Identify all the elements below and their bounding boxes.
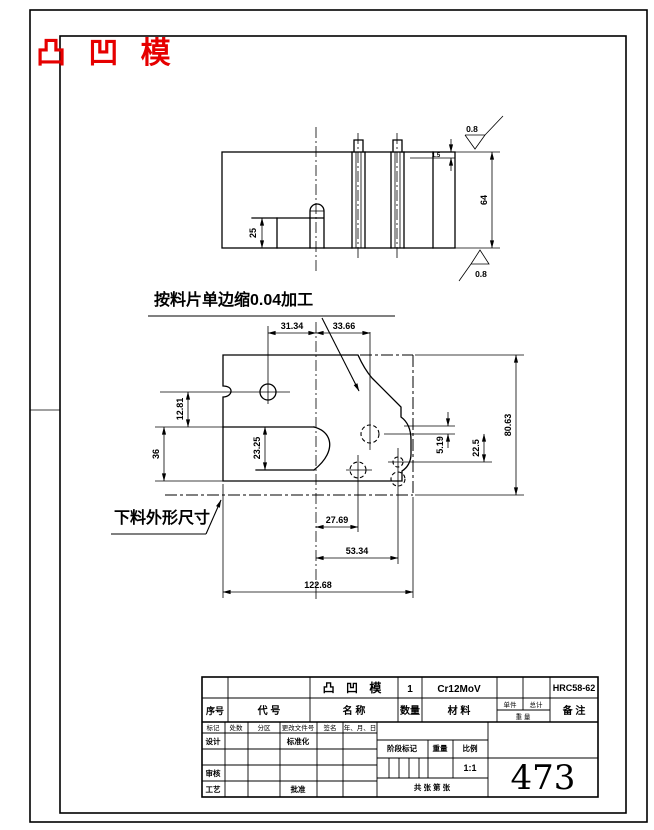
approve-label: 批准 xyxy=(291,784,306,794)
process-label: 工艺 xyxy=(206,784,221,794)
col-qty: 数量 xyxy=(400,704,420,717)
dim-64-label: 64 xyxy=(479,195,489,205)
dim-53-34-label: 53.34 xyxy=(346,546,369,556)
hardness-value: HRC58-62 xyxy=(553,683,596,693)
weight-label: 重量 xyxy=(433,743,448,753)
check-label: 审核 xyxy=(206,768,221,778)
dim-22-5-label: 22.5 xyxy=(471,439,481,457)
dim-5-19-label: 5.19 xyxy=(435,436,445,454)
col-index: 序号 xyxy=(206,705,224,716)
scale-label: 比例 xyxy=(463,743,478,753)
roughness-top-label: 0.8 xyxy=(466,124,478,134)
title-block: 凸 凹 模 1 Cr12MoV HRC58-62 序号 代 号 名 称 数量 材… xyxy=(201,676,599,798)
col-remark: 备 注 xyxy=(562,704,586,717)
leader-notes: 按料片单边缩0.04加工 下料外形尺寸 xyxy=(111,290,395,535)
part-name: 凸 凹 模 xyxy=(323,680,386,695)
row-count: 处数 xyxy=(230,723,244,732)
row-zone: 分区 xyxy=(258,723,272,732)
scale-value: 1:1 xyxy=(463,763,476,773)
col-code: 代 号 xyxy=(257,704,281,717)
col-name: 名 称 xyxy=(343,704,366,717)
row-mark: 标记 xyxy=(207,723,221,732)
stage-mark-label: 阶段标记 xyxy=(387,743,417,753)
design-label: 设计 xyxy=(206,736,221,746)
row-change: 更改文件号 xyxy=(282,723,315,732)
border-frame xyxy=(29,9,648,823)
dim-25-label: 25 xyxy=(248,228,258,238)
dim-step-label: 1.5 xyxy=(432,153,441,159)
col-unit: 单件 xyxy=(504,700,518,709)
dim-80-63-label: 80.63 xyxy=(503,414,513,437)
row-sign: 签名 xyxy=(324,723,337,732)
plan-view: 31.34 33.66 12.81 36 23.25 5.19 22.5 80.… xyxy=(151,321,524,600)
sheets-label: 共 张 第 张 xyxy=(414,782,451,792)
col-total: 总计 xyxy=(530,700,544,709)
shrink-note-label: 按料片单边缩0.04加工 xyxy=(154,290,313,309)
part-material: Cr12MoV xyxy=(437,684,481,695)
col-weight: 重 量 xyxy=(516,713,531,721)
page-title: 凸 凹 模 xyxy=(36,37,178,70)
col-material: 材 料 xyxy=(448,704,471,717)
dim-12-81-label: 12.81 xyxy=(175,398,185,421)
dim-27-69-label: 27.69 xyxy=(326,515,349,525)
roughness-bottom-label: 0.8 xyxy=(475,269,487,279)
blank-note-label: 下料外形尺寸 xyxy=(114,508,210,527)
side-view: 25 1.5 0.8 0.8 64 xyxy=(221,115,504,282)
dim-36-label: 36 xyxy=(151,449,161,459)
dim-122-68-label: 122.68 xyxy=(304,580,332,590)
row-date: 年、月、日 xyxy=(344,723,377,732)
dim-31-34-label: 31.34 xyxy=(281,321,304,331)
standard-label: 标准化 xyxy=(286,736,310,746)
drawing-number: 473 xyxy=(511,758,576,798)
dim-33-66-label: 33.66 xyxy=(333,321,356,331)
dim-23-25-label: 23.25 xyxy=(252,437,262,460)
part-qty: 1 xyxy=(407,684,413,695)
